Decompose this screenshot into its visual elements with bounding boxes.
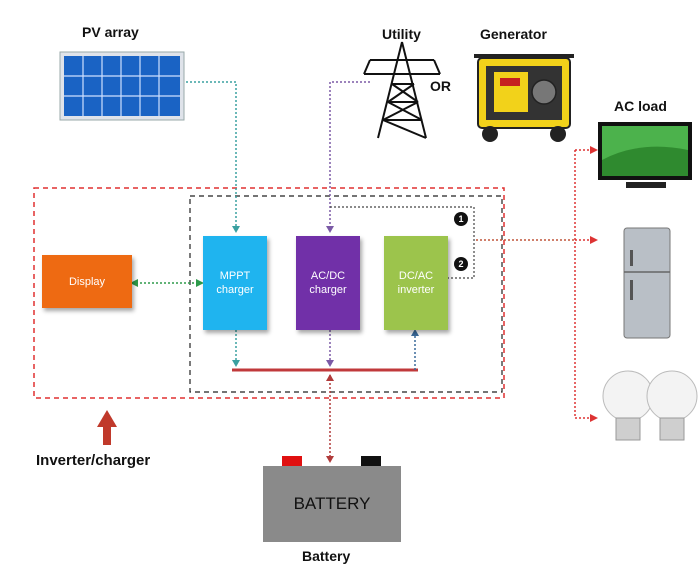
generator-icon	[474, 54, 574, 142]
or-label: OR	[430, 78, 451, 94]
utility-label: Utility	[382, 26, 421, 42]
inverter-charger-frame	[33, 187, 505, 399]
bypass-line	[330, 206, 475, 279]
switch-2-badge: 2	[454, 257, 468, 271]
inverter-charger-label: Inverter/charger	[36, 452, 151, 469]
switch-1-badge: 1	[454, 212, 468, 226]
utility-to-acdc-line	[329, 81, 370, 230]
mppt-charger-block: MPPT charger	[203, 236, 267, 330]
inverter-charger-arrow	[97, 410, 117, 445]
acdc-charger-label: AC/DC charger	[309, 270, 347, 296]
pv-array-label: PV array	[82, 24, 139, 40]
acdc-charger-block: AC/DC charger	[296, 236, 360, 330]
mppt-charger-label: MPPT charger	[216, 270, 254, 296]
battery-icon	[263, 456, 401, 542]
dcac-inverter-label: DC/AC inverter	[397, 270, 435, 296]
refrigerator-icon	[623, 227, 671, 339]
display-block: Display	[42, 255, 132, 308]
display-label: Display	[68, 275, 106, 288]
light-bulb-icon	[602, 370, 698, 441]
battery-text: BATTERY	[293, 494, 371, 513]
ac-load-label: AC load	[614, 98, 667, 114]
generator-label: Generator	[480, 26, 547, 42]
battery-caption: Battery	[302, 548, 351, 564]
dcac-inverter-block: DC/AC inverter	[384, 236, 448, 330]
tv-icon	[598, 122, 692, 188]
pv-to-mppt-line	[182, 81, 237, 230]
transmission-tower-icon	[363, 41, 441, 139]
solar-panel-icon	[59, 51, 185, 121]
inner-frame	[189, 195, 503, 393]
